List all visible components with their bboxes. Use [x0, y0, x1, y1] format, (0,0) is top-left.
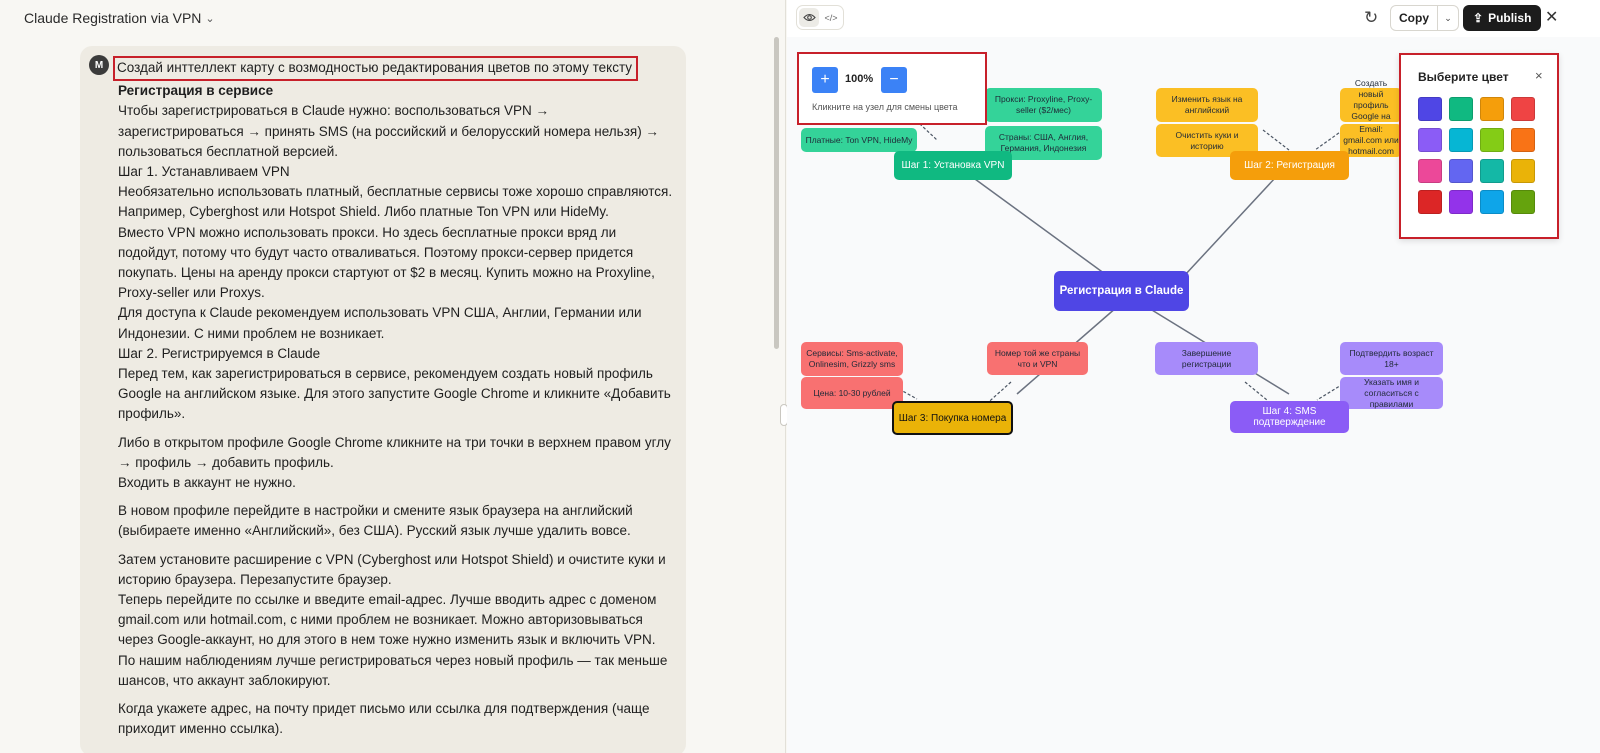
color-swatch[interactable] — [1511, 159, 1535, 183]
connector — [952, 162, 1128, 291]
mindmap-node-step4[interactable]: Шаг 4: SMS подтверждение — [1230, 401, 1349, 433]
code-icon: </> — [824, 12, 838, 23]
message-line: Перед тем, как зарегистрироваться в серв… — [118, 366, 671, 422]
mindmap-node-price[interactable]: Цена: 10-30 рублей — [801, 377, 903, 409]
close-icon[interactable]: ✕ — [1545, 9, 1559, 26]
mindmap-connectors — [898, 109, 1344, 408]
mindmap-node-proxy[interactable]: Прокси: Proxyline, Proxy-seller ($2/мес) — [985, 88, 1102, 122]
zoom-level: 100% — [845, 73, 874, 85]
color-swatch[interactable] — [1449, 159, 1473, 183]
color-swatches — [1418, 97, 1535, 214]
mindmap-node-finish[interactable]: Завершение регистрации — [1155, 342, 1258, 375]
chat-scrollbar[interactable] — [774, 37, 779, 349]
message-line: Входить в аккаунт не нужно. — [118, 475, 296, 491]
connector — [1244, 381, 1268, 401]
zoom-in-button[interactable]: + — [812, 67, 838, 93]
color-swatch[interactable] — [1449, 190, 1473, 214]
preview-tab[interactable] — [799, 8, 819, 27]
chevron-down-icon[interactable]: ⌄ — [1444, 12, 1452, 23]
color-swatch[interactable] — [1418, 159, 1442, 183]
share-icon: ⇪ — [1473, 11, 1484, 25]
mindmap-node-name-rules[interactable]: Указать имя и согласиться с правилами — [1340, 377, 1443, 409]
message-line: Шаг 2. Регистрируемся в Claude — [118, 345, 321, 361]
color-swatch[interactable] — [1449, 97, 1473, 121]
user-message — [80, 46, 686, 753]
mindmap-node-sms-services[interactable]: Сервисы: Sms-activate, Onlinesim, Grizzl… — [801, 342, 903, 376]
connector — [1314, 129, 1344, 151]
refresh-icon[interactable]: ↻ — [1364, 8, 1379, 27]
mindmap-node-age[interactable]: Подтвердить возраст 18+ — [1340, 342, 1443, 375]
color-picker: Выберите цвет × — [1399, 53, 1559, 239]
message-line: Необязательно использовать платный, бесп… — [118, 184, 673, 220]
connector — [1262, 129, 1290, 151]
mindmap-node-paid-vpn[interactable]: Платные: Ton VPN, HideMy — [801, 128, 917, 152]
color-swatch[interactable] — [1511, 128, 1535, 152]
message-heading: Регистрация в сервисе — [118, 83, 274, 99]
color-swatch[interactable] — [1449, 128, 1473, 152]
close-icon[interactable]: × — [1535, 68, 1543, 83]
mindmap-node-profile[interactable]: Создать новый профиль Google на англ. — [1340, 78, 1402, 132]
conversation-title[interactable]: Claude Registration via VPN ⌄ — [24, 10, 215, 26]
conversation-title-text: Claude Registration via VPN — [24, 10, 202, 26]
copy-button[interactable]: Copy — [1391, 6, 1438, 30]
color-swatch[interactable] — [1480, 159, 1504, 183]
copy-button-group: Copy ⌄ — [1390, 5, 1459, 31]
zoom-controls: + 100% − Кликните на узел для смены цвет… — [797, 52, 987, 125]
message-line: Для доступа к Claude рекомендуем использ… — [118, 305, 642, 341]
view-toggle: </> — [796, 5, 844, 30]
connector — [1316, 383, 1344, 401]
mindmap-node-countries[interactable]: Страны: США, Англия, Германия, Индонезия — [985, 126, 1102, 160]
chat-panel: Claude Registration via VPN ⌄ M Создай и… — [0, 0, 786, 753]
message-line: Затем установите расширение с VPN (Cyber… — [118, 551, 666, 587]
color-swatch[interactable] — [1418, 128, 1442, 152]
mindmap-node-same-country[interactable]: Номер той же страны что и VPN — [987, 342, 1088, 375]
mindmap-node-email[interactable]: Email: gmail.com или hotmail.com — [1340, 124, 1402, 157]
artifact-toolbar: </> ↻ Copy ⌄ ⇪ Publish ✕ — [787, 0, 1600, 37]
message-line: Либо в открытом профиле Google Chrome кл… — [118, 434, 671, 470]
artifact-panel: </> ↻ Copy ⌄ ⇪ Publish ✕ — [787, 0, 1600, 753]
color-swatch[interactable] — [1418, 97, 1442, 121]
mindmap-canvas[interactable]: Платные: Ton VPN, HideMy Прокси: Proxyli… — [787, 37, 1600, 753]
message-line: Чтобы зарегистрироваться в Claude нужно:… — [118, 103, 659, 159]
avatar: M — [89, 55, 109, 75]
publish-label: Publish — [1488, 11, 1532, 25]
chevron-down-icon: ⌄ — [205, 12, 215, 25]
color-swatch[interactable] — [1480, 128, 1504, 152]
color-picker-title: Выберите цвет — [1418, 70, 1509, 84]
mindmap-node-step1[interactable]: Шаг 1: Установка VPN — [894, 151, 1012, 180]
message-line: Вместо VPN можно использовать прокси. Но… — [118, 224, 655, 301]
mindmap-node-step2[interactable]: Шаг 2: Регистрация — [1230, 151, 1349, 180]
eye-icon — [802, 13, 816, 22]
mindmap-node-step3[interactable]: Шаг 3: Покупка номера — [892, 401, 1013, 435]
color-swatch[interactable] — [1480, 190, 1504, 214]
highlighted-prompt: Создай инттеллект карту с возмодностью р… — [113, 56, 639, 82]
color-swatch[interactable] — [1511, 97, 1535, 121]
message-line: Теперь перейдите по ссылке и введите ema… — [118, 592, 668, 688]
message-line: Когда укажете адрес, на почту придет пис… — [118, 701, 650, 737]
message-body: Создай инттеллект карту с возмодностью р… — [113, 56, 673, 740]
color-swatch[interactable] — [1418, 190, 1442, 214]
mindmap-node-language[interactable]: Изменить язык на английский — [1156, 88, 1258, 122]
color-swatch[interactable] — [1480, 97, 1504, 121]
mindmap-root-node[interactable]: Регистрация в Claude — [1054, 271, 1189, 311]
connector — [1170, 162, 1290, 291]
zoom-hint: Кликните на узел для смены цвета — [812, 102, 958, 112]
code-tab[interactable]: </> — [821, 8, 841, 27]
message-line: В новом профиле перейдите в настройки и … — [118, 503, 633, 539]
publish-button[interactable]: ⇪ Publish — [1463, 5, 1542, 31]
color-swatch[interactable] — [1511, 190, 1535, 214]
message-line: Шаг 1. Устанавливаем VPN — [118, 164, 290, 180]
zoom-out-button[interactable]: − — [881, 67, 907, 93]
mindmap: Платные: Ton VPN, HideMy Прокси: Proxyli… — [787, 37, 1600, 753]
connector — [898, 388, 918, 400]
